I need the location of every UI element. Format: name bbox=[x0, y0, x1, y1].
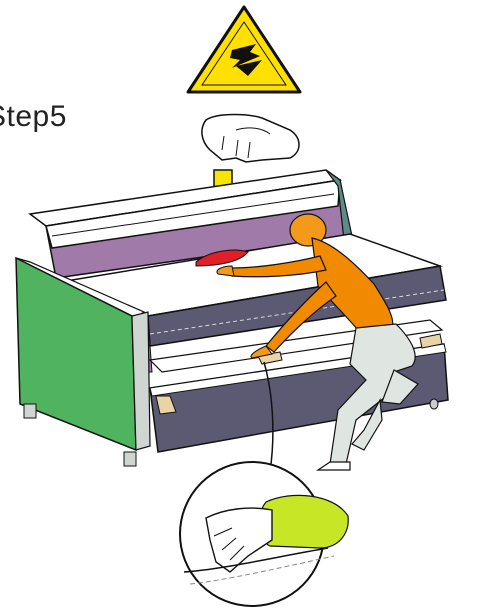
pressing-hand-icon bbox=[202, 115, 299, 163]
pinch-hazard-warning-icon bbox=[188, 7, 300, 92]
hand-grip-detail-icon bbox=[180, 462, 348, 606]
